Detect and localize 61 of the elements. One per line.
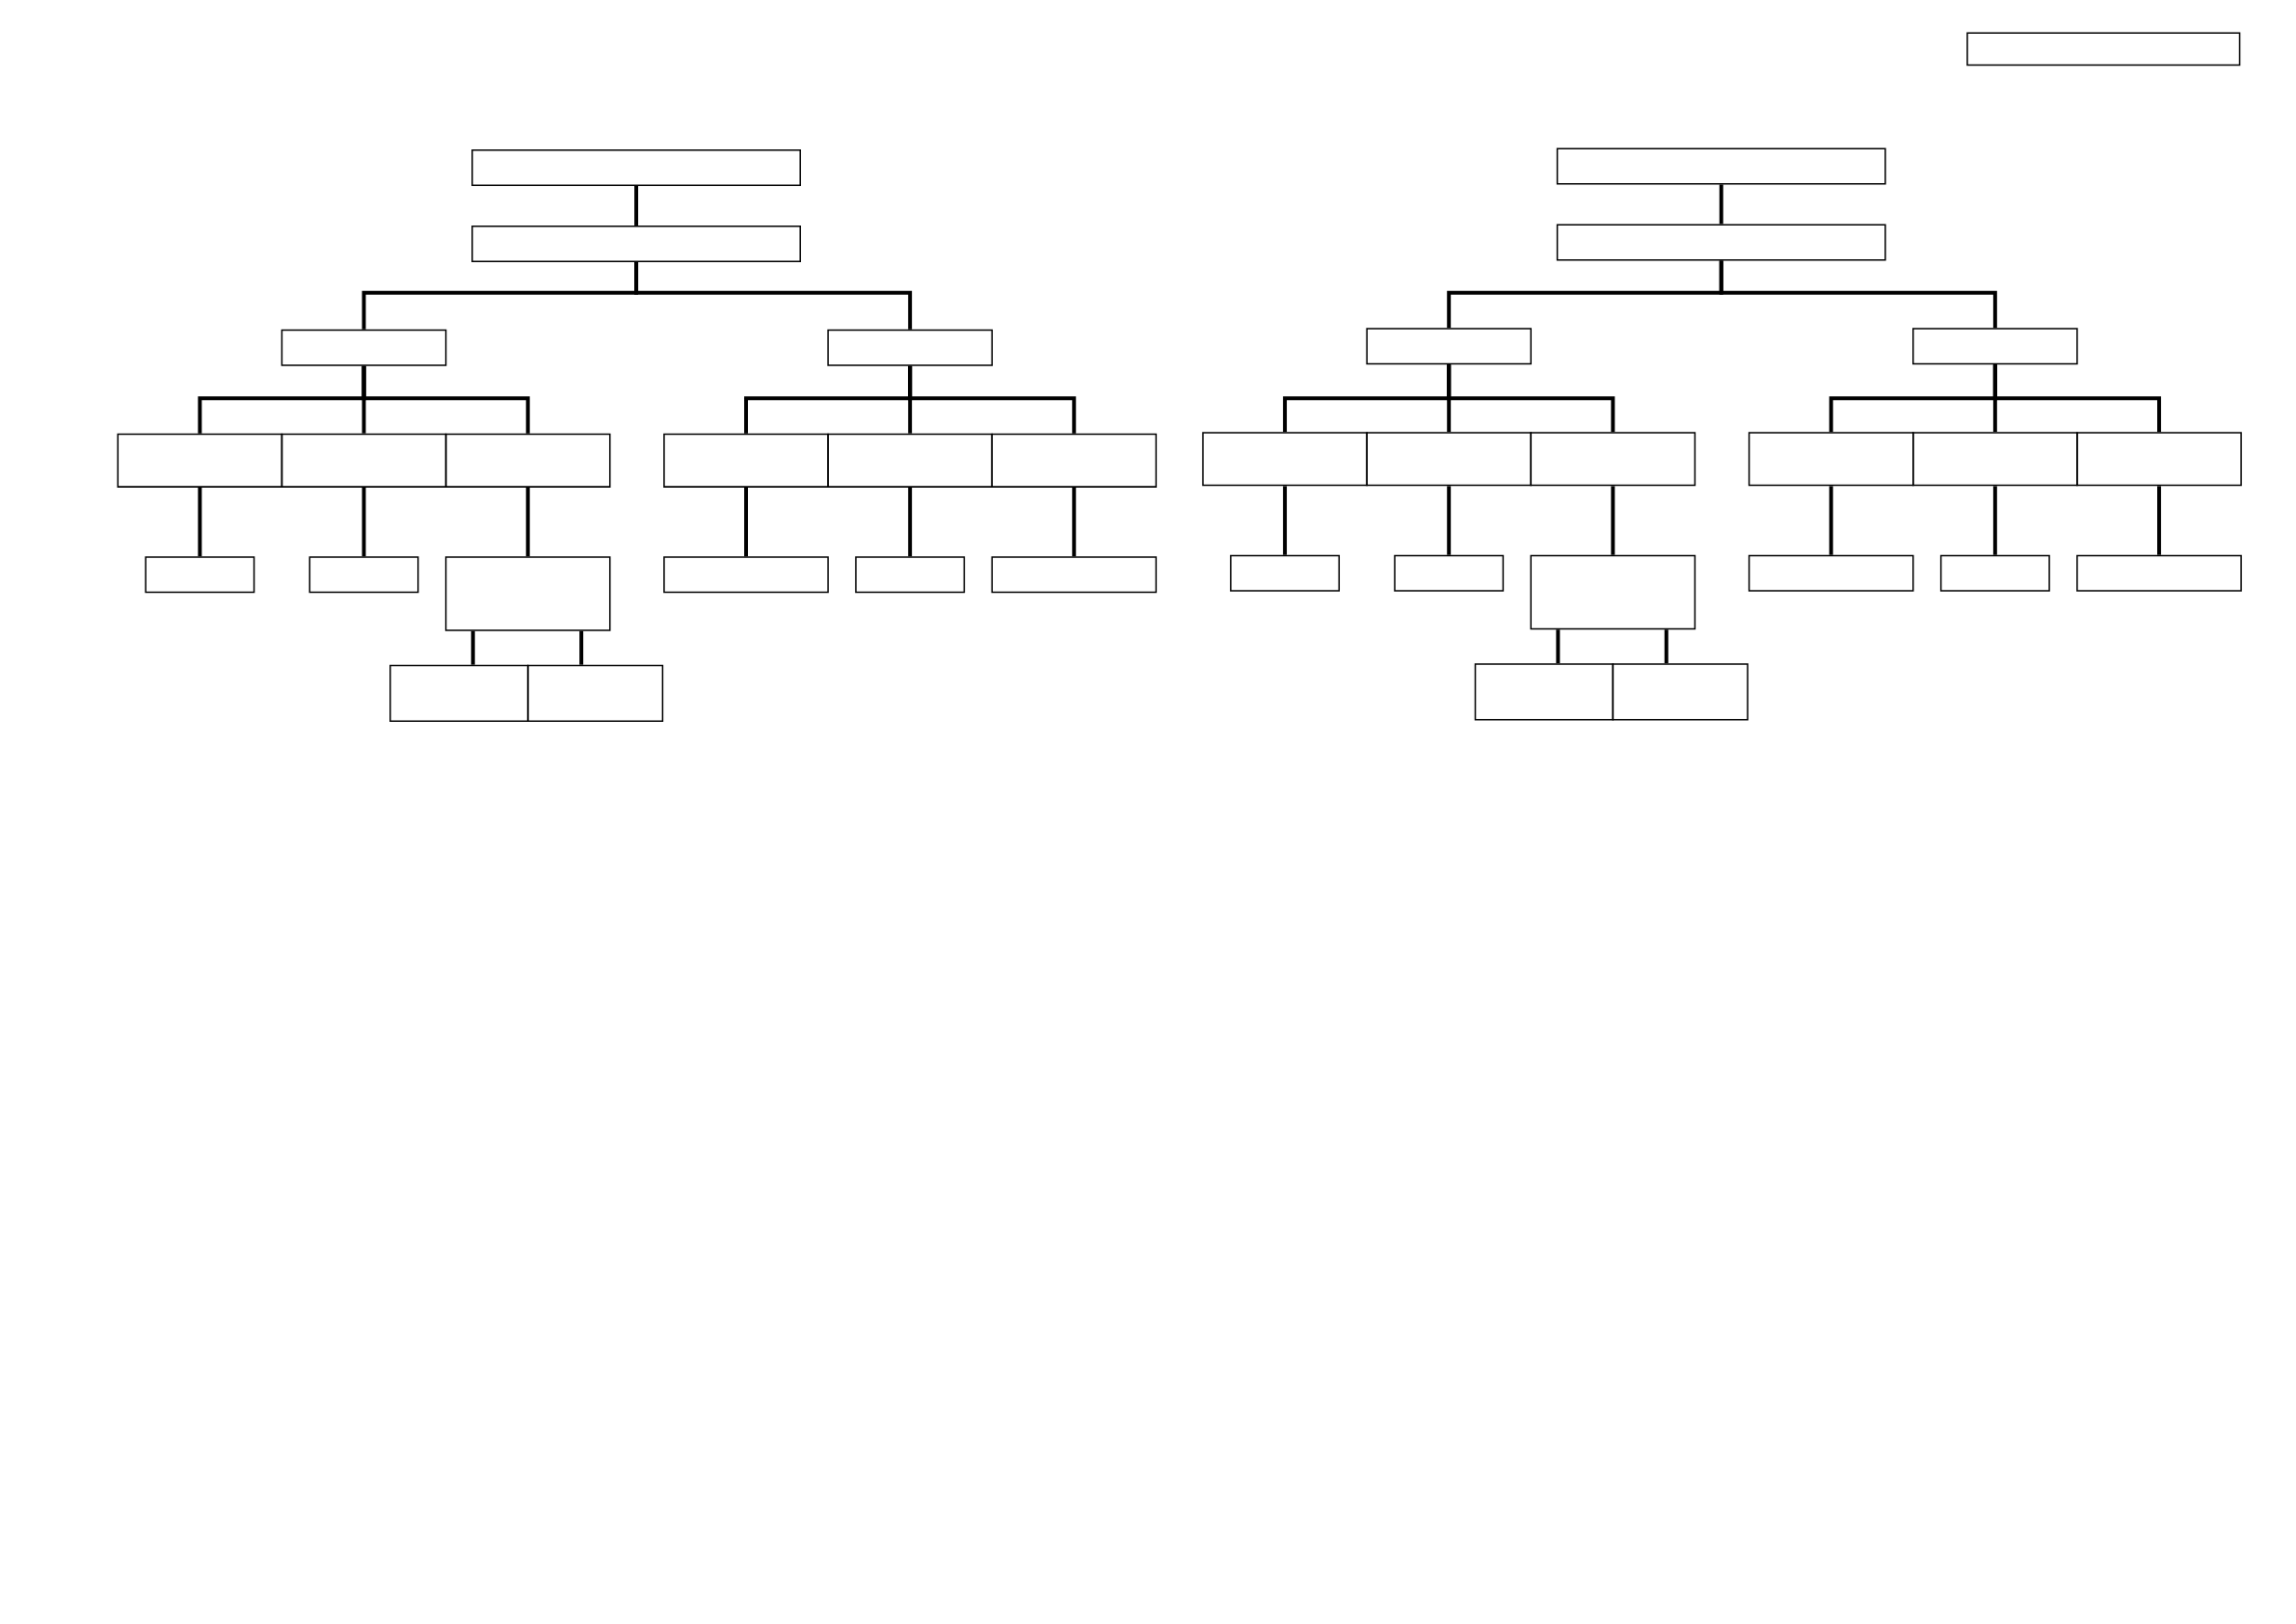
box (663, 556, 829, 594)
box (991, 556, 1158, 594)
box (855, 556, 966, 594)
connector-line (1611, 486, 1615, 555)
box (389, 664, 529, 723)
box (1612, 663, 1749, 721)
connector-line (1664, 629, 1669, 664)
box (1230, 554, 1340, 592)
connector-line (1719, 184, 1723, 225)
box (1912, 328, 2078, 365)
connector-line (1447, 364, 1615, 433)
box (2076, 554, 2242, 592)
box (827, 329, 993, 366)
connector-line (634, 262, 913, 330)
box (280, 329, 447, 366)
box (1966, 32, 2241, 67)
box (1748, 554, 1914, 592)
connector-line (744, 488, 748, 557)
connector-line (470, 630, 475, 665)
box (526, 664, 664, 723)
connector-line (2157, 486, 2161, 555)
box (1912, 432, 2078, 487)
connector-line (908, 488, 913, 557)
connector-line (1072, 488, 1077, 557)
box (145, 556, 255, 594)
box (1748, 432, 1914, 487)
connector-line (1719, 260, 1997, 329)
connector-line (1447, 486, 1452, 555)
connector-line (908, 365, 1077, 434)
box (1556, 147, 1886, 185)
connector-line (634, 186, 639, 226)
box (1366, 328, 1533, 365)
box (1556, 224, 1886, 261)
connector-line (525, 488, 530, 557)
box (1202, 432, 1368, 487)
box (663, 433, 829, 488)
box (308, 556, 419, 594)
box (1366, 432, 1533, 487)
connector-line (1283, 486, 1288, 555)
connector-line (198, 488, 202, 557)
box (1939, 554, 2050, 592)
connector-line (361, 488, 366, 557)
connector-line (1992, 486, 1997, 555)
box (827, 433, 993, 488)
box (1530, 554, 1696, 630)
connector-line (1556, 629, 1561, 664)
box (471, 226, 801, 263)
box (1530, 432, 1696, 487)
connector-line (579, 630, 584, 665)
box (444, 433, 611, 488)
box (117, 433, 283, 488)
box (1394, 554, 1505, 592)
connector-line (361, 365, 530, 434)
box (444, 556, 611, 631)
box (471, 149, 801, 187)
connector-line (1829, 486, 1833, 555)
box (991, 433, 1158, 488)
box (2076, 432, 2242, 487)
box (1474, 663, 1615, 721)
connector-line (1992, 364, 2161, 433)
box (280, 433, 447, 488)
